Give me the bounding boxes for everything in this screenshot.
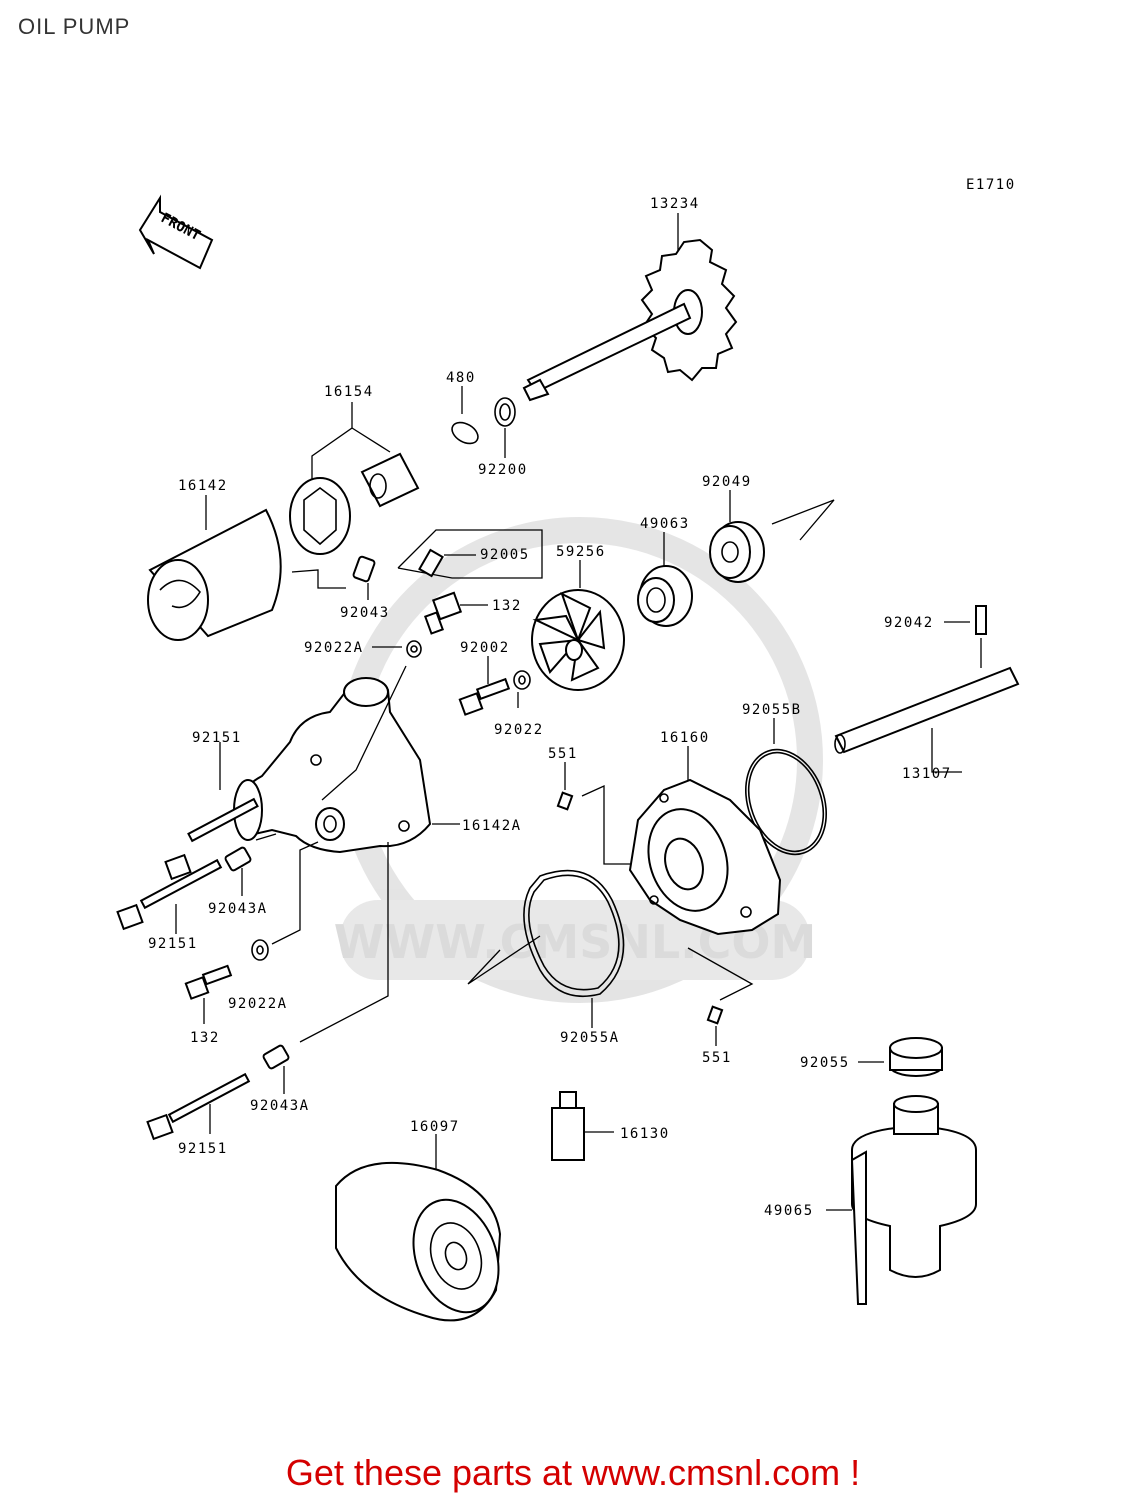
label-92022a-top: 92022A	[304, 640, 364, 656]
label-92005: 92005	[480, 547, 530, 563]
part-92151-bolt-top	[164, 742, 259, 881]
label-13234: 13234	[650, 196, 700, 212]
part-92043-dowel	[352, 555, 376, 600]
part-92043a-dowel-low	[262, 842, 389, 1094]
label-92151-top: 92151	[192, 730, 242, 746]
diagram-code: E1710	[966, 177, 1016, 193]
part-16154-rotor	[289, 402, 420, 555]
part-92043a-dowel	[224, 833, 277, 896]
label-16142a: 16142A	[462, 818, 522, 834]
part-16130-switch	[551, 1091, 614, 1161]
label-92042: 92042	[884, 615, 934, 631]
part-92055-ring	[858, 1037, 943, 1077]
footer-link[interactable]: Get these parts at www.cmsnl.com !	[285, 1452, 861, 1493]
part-480-circlip	[451, 386, 479, 445]
label-92022: 92022	[494, 722, 544, 738]
label-92151-low: 92151	[178, 1141, 228, 1157]
part-16097-oil-filter	[335, 1134, 502, 1322]
part-92200-washer	[494, 397, 516, 458]
parts-diagram: WWW.CMSNL.COM E1710 FRONT	[116, 177, 1020, 1322]
part-92042-pin	[944, 605, 987, 668]
part-92151-bolt-mid	[116, 858, 223, 934]
part-16142a-pump-body	[233, 665, 460, 854]
part-92005-fitting	[397, 529, 543, 579]
part-92055b-oring	[744, 718, 828, 856]
label-59256: 59256	[556, 544, 606, 560]
label-132-top: 132	[492, 598, 522, 614]
part-49063-seal	[637, 532, 693, 627]
part-92022a-washer-lower	[251, 841, 319, 961]
label-16097: 16097	[410, 1119, 460, 1135]
label-92151-mid: 92151	[148, 936, 198, 952]
label-16154: 16154	[324, 384, 374, 400]
part-132-bolt-lower	[184, 964, 233, 1024]
label-49063: 49063	[640, 516, 690, 532]
label-132-low: 132	[190, 1030, 220, 1046]
label-92055a: 92055A	[560, 1030, 620, 1046]
part-13234-gear-shaft	[522, 213, 738, 402]
part-551-dowel-lower	[687, 947, 754, 1046]
part-92022a-washer	[372, 640, 422, 658]
label-16142: 16142	[178, 478, 228, 494]
part-16160-cover	[628, 746, 782, 936]
label-92200: 92200	[478, 462, 528, 478]
part-551-dowel	[556, 762, 630, 865]
front-arrow-icon: FRONT	[138, 194, 214, 270]
label-92055: 92055	[800, 1055, 850, 1071]
label-92002: 92002	[460, 640, 510, 656]
part-132-bolt	[424, 591, 488, 635]
part-59256-impeller	[531, 560, 625, 691]
part-92055a-oring	[467, 869, 625, 1028]
label-92043: 92043	[340, 605, 390, 621]
page-title: OIL PUMP	[18, 14, 131, 39]
label-92022a-low: 92022A	[228, 996, 288, 1012]
label-16160: 16160	[660, 730, 710, 746]
label-551-low: 551	[702, 1050, 732, 1066]
part-49065-strainer	[826, 1095, 977, 1305]
part-13107-shaft	[834, 666, 1020, 773]
label-49065: 49065	[764, 1203, 814, 1219]
part-92049-bearing	[709, 490, 835, 583]
part-92002-bolt	[458, 656, 511, 716]
part-16142-housing	[147, 495, 346, 641]
label-551-top: 551	[548, 746, 578, 762]
part-92151-bolt-low	[146, 1072, 251, 1141]
label-92043a-low: 92043A	[250, 1098, 310, 1114]
label-92043a-mid: 92043A	[208, 901, 268, 917]
label-480: 480	[446, 370, 476, 386]
part-92022-washer	[513, 670, 531, 708]
label-16130: 16130	[620, 1126, 670, 1142]
label-92055b: 92055B	[742, 702, 802, 718]
label-92049: 92049	[702, 474, 752, 490]
label-13107: 13107	[902, 766, 952, 782]
